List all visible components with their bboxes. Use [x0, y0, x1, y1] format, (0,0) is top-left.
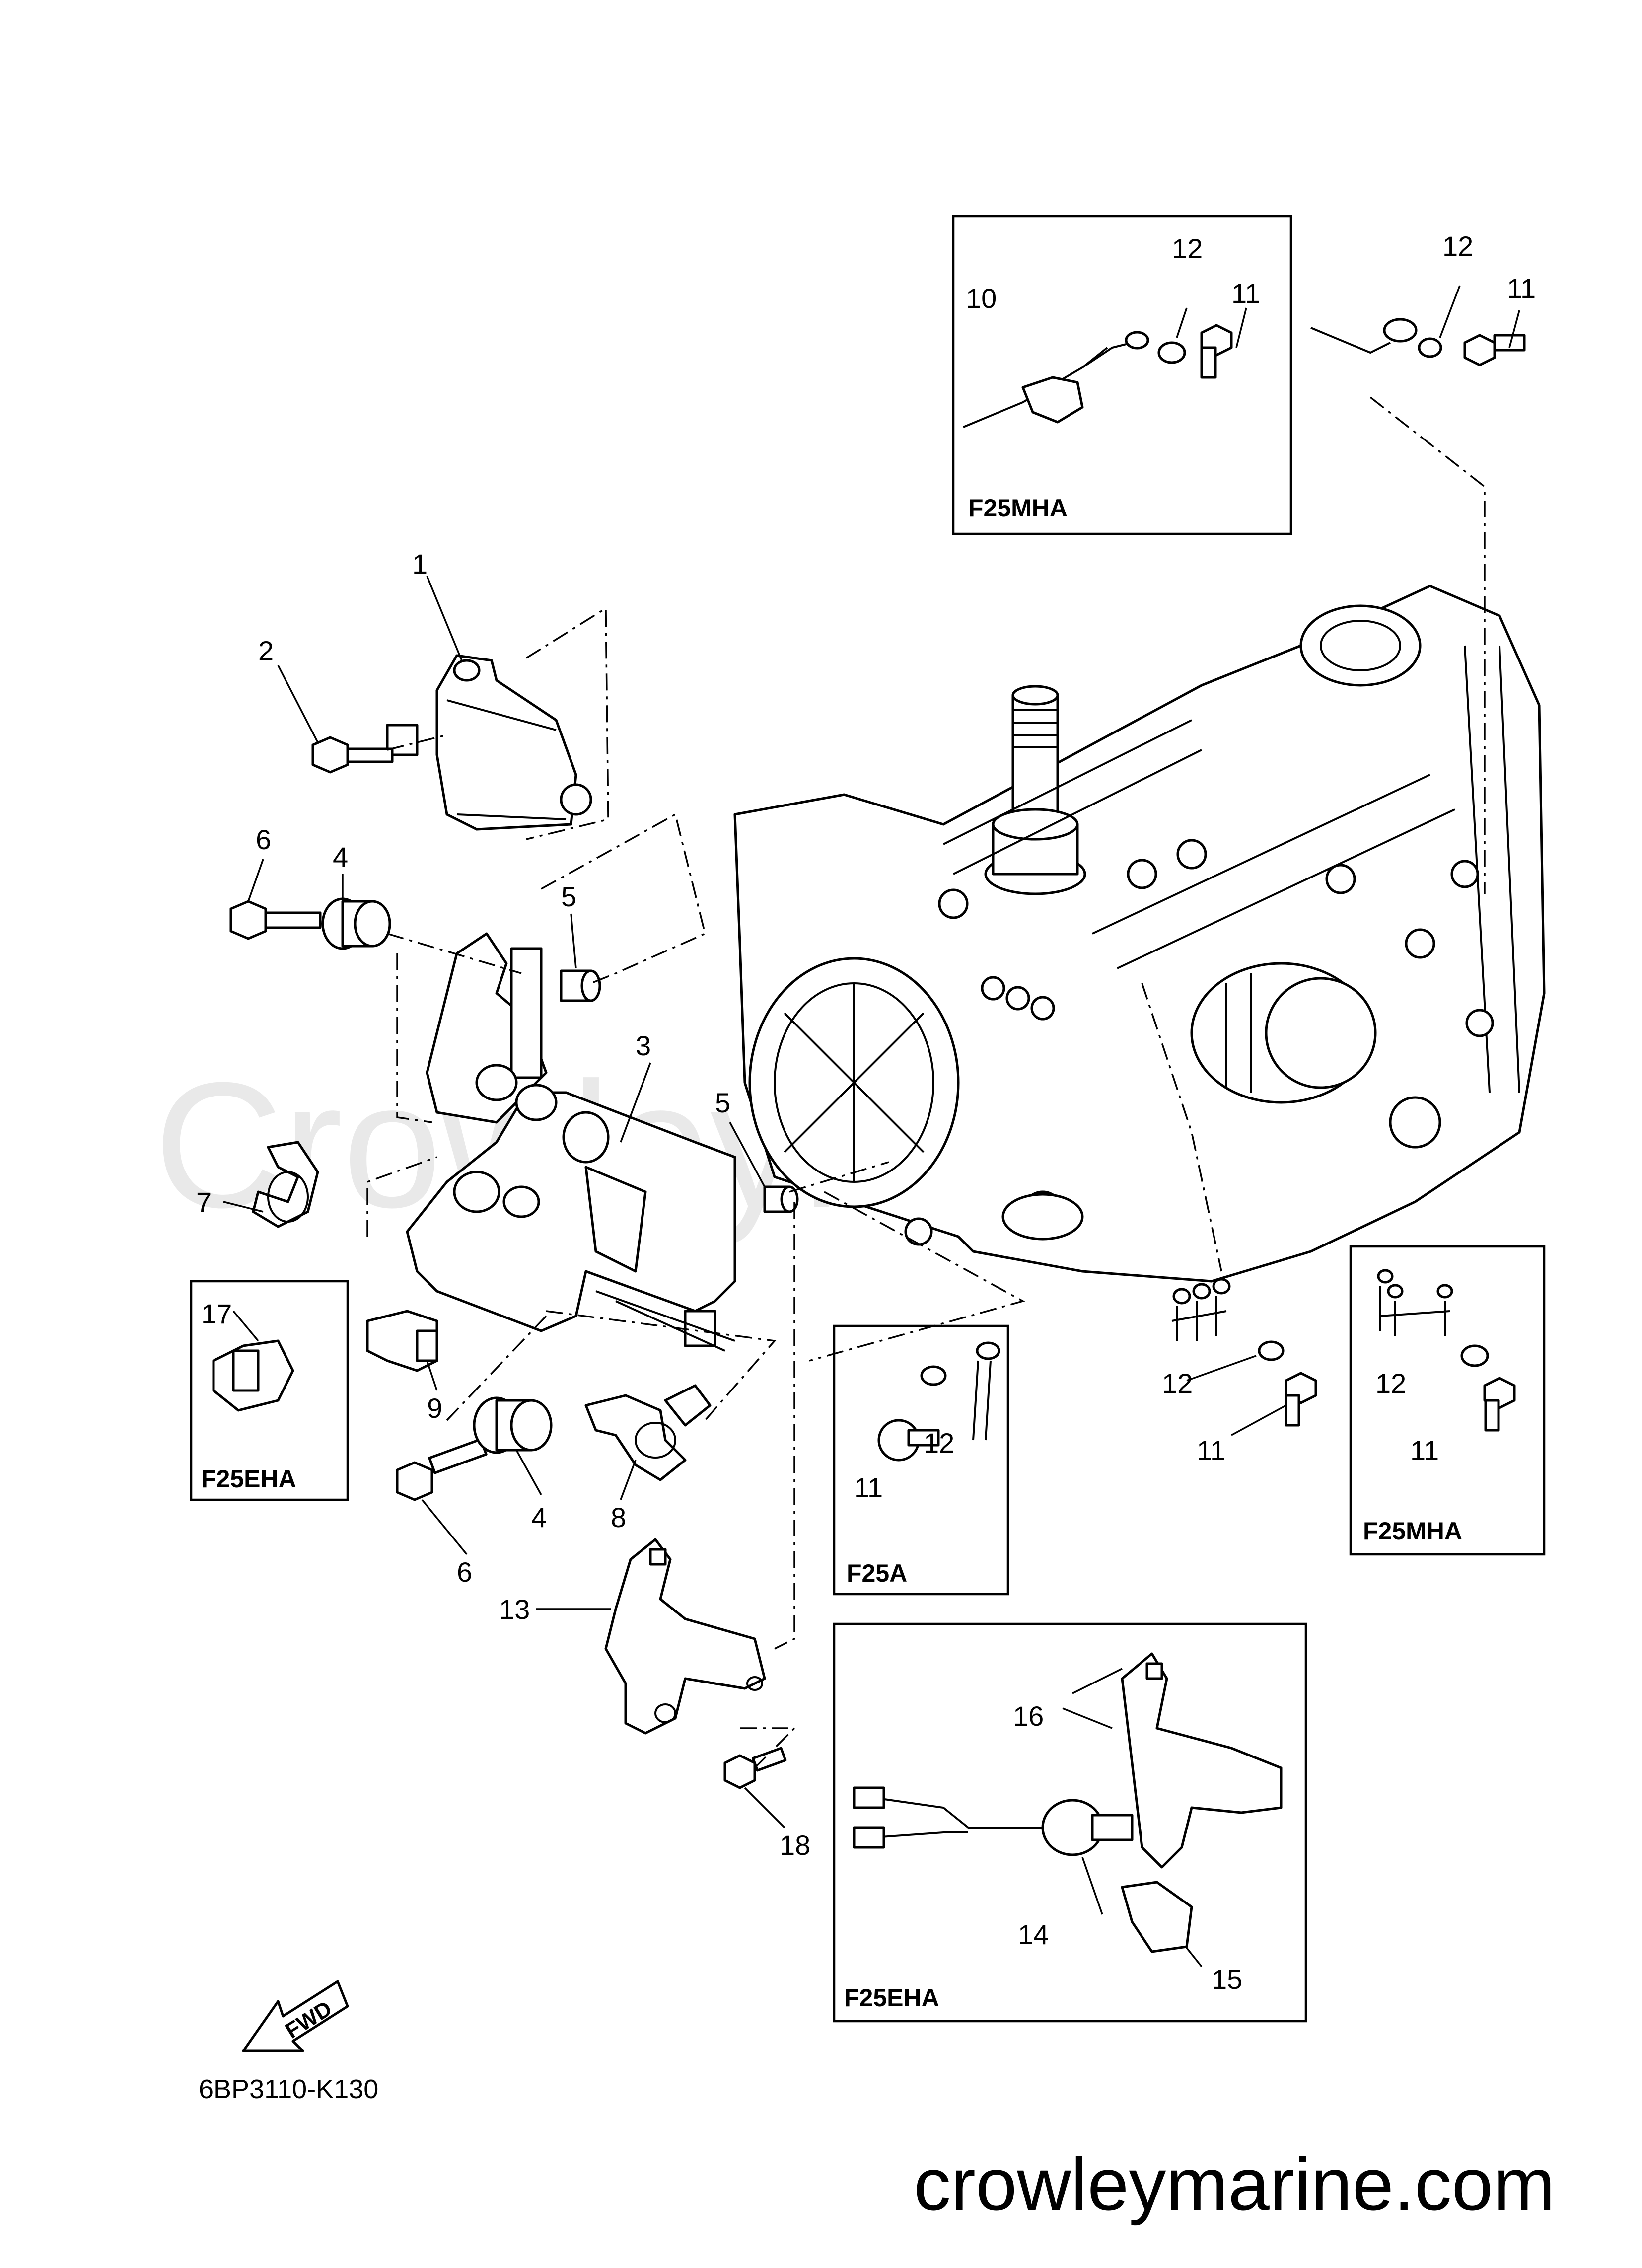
callout-labels: 1 2 3 4 4 5 5 6 6 7 8 9 10 11 11 11 11 1…: [196, 230, 1536, 1995]
callout-11-topbox: 11: [1231, 278, 1260, 309]
part-2-bolt: [311, 736, 394, 774]
callout-5-upper: 5: [561, 881, 576, 912]
box-label-f25eha-left: F25EHA: [201, 1465, 296, 1493]
callout-4-upper: 4: [333, 841, 348, 873]
box-label-f25eha-bottom: F25EHA: [844, 1984, 939, 2012]
inset-box-f25mha-right: F25MHA: [1349, 1245, 1546, 1556]
part-code: 6BP3110-K130: [199, 2074, 378, 2104]
engine-block-illustration: [733, 585, 1546, 1283]
part-18-bolt: [723, 1747, 787, 1789]
callout-11-f25a: 11: [854, 1472, 883, 1503]
callout-8: 8: [611, 1502, 626, 1533]
part-4-grommet-lower: [473, 1396, 553, 1454]
callout-11-rightbox: 11: [1410, 1435, 1439, 1466]
part-9-clip: [366, 1310, 438, 1372]
callout-12-topright: 12: [1442, 230, 1473, 262]
bracket-assembly-illustration: [406, 932, 736, 1352]
callout-14: 14: [1018, 1919, 1049, 1950]
part-5-collar-upper: [560, 969, 601, 1002]
fwd-arrow: FWD: [242, 1980, 349, 2052]
part-5-collar-lower: [763, 1185, 799, 1213]
inset-box-f25eha-left: F25EHA: [190, 1280, 349, 1501]
callout-13: 13: [499, 1594, 530, 1625]
box-label-f25mha-right: F25MHA: [1363, 1517, 1462, 1545]
callout-10: 10: [966, 283, 997, 314]
inset-box-f25eha-bottom: F25EHA: [833, 1622, 1307, 2023]
box-label-f25a: F25A: [847, 1559, 907, 1587]
callout-9: 9: [427, 1392, 442, 1424]
ground-lead-terminal-upper-right: [1310, 318, 1526, 366]
callout-4-lower: 4: [531, 1502, 547, 1533]
box-label-f25mha-top: F25MHA: [968, 494, 1068, 522]
assembly-lines: [366, 396, 1486, 1769]
site-url: crowleymarine.com: [914, 2142, 1555, 2226]
callout-18: 18: [780, 1829, 810, 1861]
callout-11-center: 11: [1197, 1435, 1225, 1466]
part-6-bolt-lower: [396, 1438, 488, 1501]
part-6-bolt-upper: [229, 900, 322, 940]
callout-2: 2: [258, 635, 274, 666]
callout-17: 17: [201, 1298, 232, 1329]
callout-5-lower: 5: [715, 1087, 730, 1118]
callout-12-center: 12: [1162, 1368, 1193, 1399]
part-1-cdi-unit: [386, 654, 592, 831]
callout-7: 7: [196, 1186, 212, 1218]
callout-11-topright: 11: [1507, 273, 1536, 304]
callout-leaders: [223, 285, 1520, 1968]
inset-box-f25mha-top: F25MHA: [952, 215, 1292, 535]
callout-3: 3: [636, 1030, 651, 1061]
callout-6-upper: 6: [256, 824, 271, 855]
part-7-clamp: [252, 1141, 319, 1228]
inset-box-f25a: F25A: [833, 1324, 1009, 1596]
callout-16: 16: [1013, 1700, 1044, 1732]
callout-6-lower: 6: [457, 1556, 472, 1588]
callout-12-f25a: 12: [924, 1427, 954, 1459]
callout-1: 1: [412, 548, 428, 580]
callout-12-topbox: 12: [1172, 233, 1203, 264]
part-4-grommet-upper: [321, 897, 391, 950]
callout-15: 15: [1212, 1964, 1242, 1995]
ground-terminals-center: [1171, 1278, 1317, 1427]
part-8-clamp: [584, 1384, 712, 1481]
part-13-bracket: [604, 1538, 766, 1735]
callout-12-rightbox: 12: [1375, 1368, 1406, 1399]
